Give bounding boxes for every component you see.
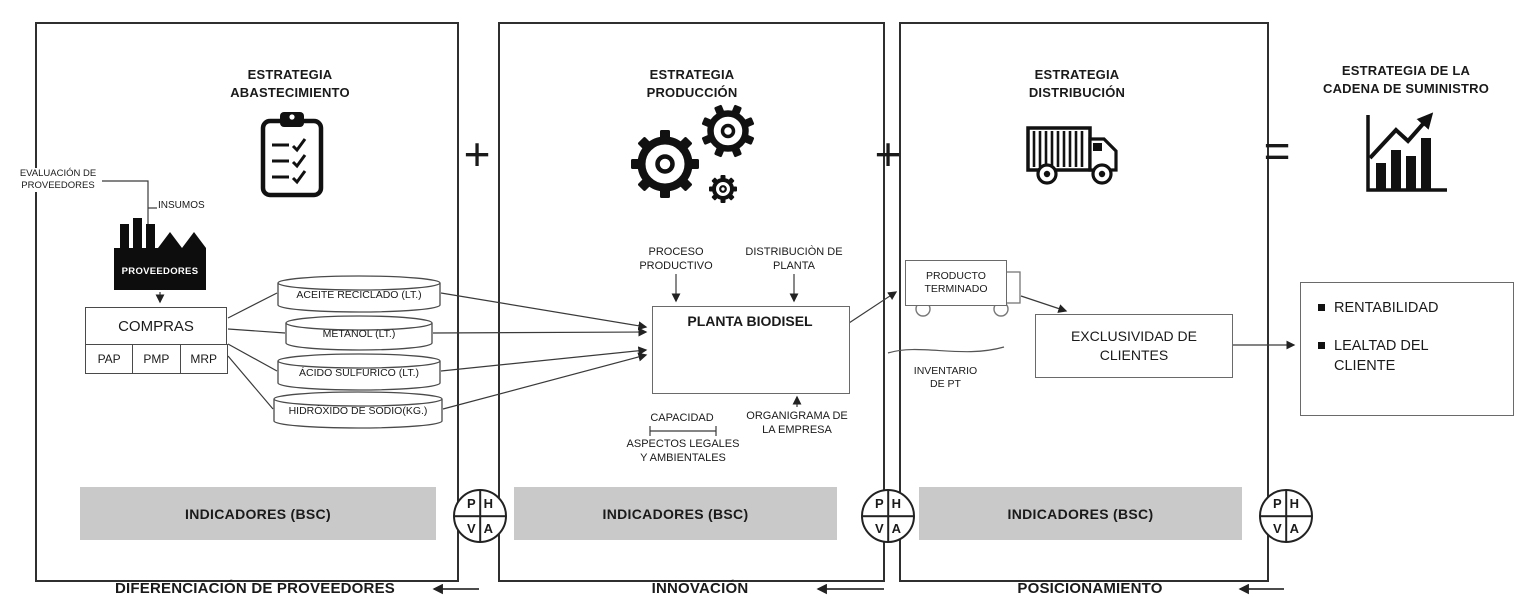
insumos-label: INSUMOS bbox=[158, 200, 205, 211]
compras-box: COMPRAS bbox=[85, 307, 227, 345]
square-bullet-icon bbox=[1318, 342, 1325, 349]
exclusividad-clientes-box: EXCLUSIVIDAD DE CLIENTES bbox=[1035, 314, 1233, 378]
cell-pap: PAP bbox=[85, 344, 134, 374]
exclusividad-clientes-label: EXCLUSIVIDAD DE CLIENTES bbox=[1070, 328, 1198, 363]
proveedores-label: PROVEEDORES bbox=[121, 266, 199, 277]
producto-terminado-label: PRODUCTO TERMINADO bbox=[924, 269, 988, 295]
indicadores-bar-1: INDICADORES (BSC) bbox=[80, 487, 436, 540]
panel1-title: ESTRATEGIA ABASTECIMIENTO bbox=[190, 66, 390, 101]
phva-letter-a: A bbox=[891, 521, 901, 536]
cylinder-label-hidroxido: HIDRÓXIDO DE SODIO(KG.) bbox=[288, 405, 428, 417]
phva-horizontal-divider bbox=[863, 515, 913, 517]
panel2-title-line1: ESTRATEGIA bbox=[649, 67, 735, 82]
resultado-title: ESTRATEGIA DE LA CADENA DE SUMINISTRO bbox=[1296, 62, 1516, 97]
panel3-title-line2: DISTRIBUCIÓN bbox=[1028, 84, 1126, 100]
connector-lines bbox=[102, 180, 1296, 436]
panel1-title-line1: ESTRATEGIA bbox=[247, 67, 333, 82]
gears-icon bbox=[631, 104, 755, 203]
phva-wheel-icon-3: P H V A bbox=[1259, 489, 1313, 543]
phva-letter-a: A bbox=[1289, 521, 1299, 536]
panel2-title-line2: PRODUCCIÓN bbox=[646, 84, 738, 100]
phva-letter-v: V bbox=[1273, 521, 1282, 536]
panel2-title: ESTRATEGIA PRODUCCIÓN bbox=[592, 66, 792, 101]
square-bullet-icon bbox=[1318, 304, 1325, 311]
phva-letter-v: V bbox=[467, 521, 476, 536]
resultado-title-line2: CADENA DE SUMINISTRO bbox=[1322, 80, 1490, 96]
panel-abastecimiento bbox=[35, 22, 459, 582]
cylinder-label-metanol: METANOL (LT.) bbox=[322, 328, 396, 340]
bottom-label-posicionamiento: POSICIONAMIENTO bbox=[1017, 580, 1163, 597]
cylinder-label-aceite: ACEITE RECICLADO (LT.) bbox=[296, 289, 422, 301]
phva-letter-p: P bbox=[875, 496, 884, 511]
bottom-label-innovacion: INNOVACIÓN bbox=[651, 580, 749, 597]
checklist-clipboard-icon bbox=[260, 112, 324, 198]
compras-cells: PAP PMP MRP bbox=[85, 344, 228, 374]
cylinder-label-acido: ÁCIDO SULFURICO (LT.) bbox=[299, 367, 419, 379]
panel-produccion bbox=[498, 22, 885, 582]
panel-distribucion bbox=[899, 22, 1269, 582]
inventario-pt-label: INVENTARIO DE PT bbox=[913, 365, 978, 391]
plus-operator-1: + bbox=[463, 128, 491, 180]
lealtad-cliente-label: LEALTAD DEL CLIENTE bbox=[1334, 338, 1429, 374]
plus-operator-2: + bbox=[874, 128, 902, 180]
phva-letter-p: P bbox=[1273, 496, 1282, 511]
proceso-productivo-label: PROCESO PRODUCTIVO bbox=[639, 246, 713, 272]
aspectos-legales-label: ASPECTOS LEGALES Y AMBIENTALES bbox=[626, 438, 740, 464]
result-item-rentabilidad: RENTABILIDAD bbox=[1318, 299, 1438, 319]
indicadores-bar-2: INDICADORES (BSC) bbox=[514, 487, 837, 540]
phva-wheel-icon-2: P H V A bbox=[861, 489, 915, 543]
panel1-title-line2: ABASTECIMIENTO bbox=[230, 84, 350, 100]
producto-terminado-box: PRODUCTO TERMINADO bbox=[905, 260, 1007, 306]
planta-biodisel-box bbox=[652, 306, 850, 394]
distribucion-planta-label: DISTRIBUCIÒN DE PLANTA bbox=[745, 246, 843, 272]
panel3-title: ESTRATEGIA DISTRIBUCIÓN bbox=[977, 66, 1177, 101]
resultado-box bbox=[1300, 282, 1514, 416]
cell-pmp: PMP bbox=[133, 344, 181, 374]
equals-operator: = bbox=[1263, 125, 1291, 177]
phva-wheel-icon-1: P H V A bbox=[453, 489, 507, 543]
planta-biodisel-label: PLANTA BIODISEL bbox=[687, 313, 813, 329]
cell-mrp: MRP bbox=[180, 344, 228, 374]
result-item-lealtad: LEALTAD DEL CLIENTE bbox=[1318, 337, 1439, 376]
phva-letter-v: V bbox=[875, 521, 884, 536]
phva-letter-h: H bbox=[891, 496, 901, 511]
phva-horizontal-divider bbox=[1261, 515, 1311, 517]
panel3-title-line1: ESTRATEGIA bbox=[1034, 67, 1120, 82]
bottom-label-diferenciacion: DIFERENCIACIÓN DE PROVEEDORES bbox=[114, 580, 395, 597]
organigrama-label: ORGANIGRAMA DE LA EMPRESA bbox=[746, 410, 848, 436]
delivery-truck-icon bbox=[1026, 126, 1118, 185]
phva-letter-h: H bbox=[483, 496, 493, 511]
factory-icon bbox=[114, 218, 206, 290]
indicadores-bar-3: INDICADORES (BSC) bbox=[919, 487, 1242, 540]
growth-chart-icon bbox=[1366, 112, 1447, 192]
material-cylinders bbox=[273, 275, 443, 429]
resultado-title-line1: ESTRATEGIA DE LA bbox=[1341, 63, 1471, 78]
capacidad-label: CAPACIDAD bbox=[650, 412, 714, 424]
phva-letter-a: A bbox=[483, 521, 493, 536]
evaluacion-proveedores-label: EVALUACIÓN DE PROVEEDORES bbox=[14, 168, 102, 192]
phva-letter-p: P bbox=[467, 496, 476, 511]
rentabilidad-label: RENTABILIDAD bbox=[1334, 300, 1439, 316]
phva-letter-h: H bbox=[1289, 496, 1299, 511]
phva-horizontal-divider bbox=[455, 515, 505, 517]
